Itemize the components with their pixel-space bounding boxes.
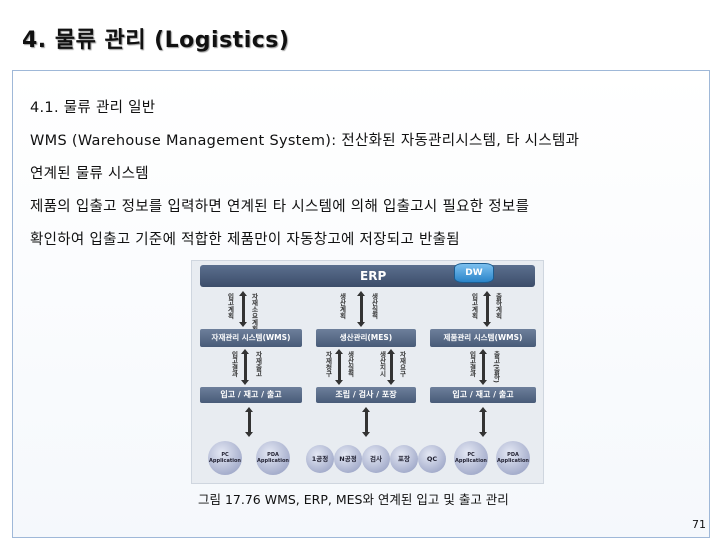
- double-arrow-icon: [479, 407, 487, 437]
- section-heading: 4.1. 물류 관리 일반: [30, 100, 156, 116]
- vlabel: 자재출고: [254, 351, 262, 377]
- figure-caption: 그림 17.76 WMS, ERP, MES와 연계된 입고 및 출고 관리: [198, 492, 509, 507]
- body-line-2: 연계된 물류 시스템: [30, 166, 149, 182]
- vlabel: 출고(출하): [492, 351, 500, 383]
- io-bar-left: 입고 / 재고 / 출고: [200, 387, 302, 403]
- node-label: 검사: [370, 455, 382, 463]
- double-arrow-icon: [335, 349, 343, 385]
- vlabel: 입고결과: [468, 351, 476, 377]
- node-label: 1공정: [311, 455, 329, 463]
- vlabel: 생산지시: [378, 351, 386, 377]
- process-node: QC: [418, 445, 446, 473]
- double-arrow-icon: [362, 407, 370, 437]
- vlabel: 출하계획: [494, 293, 502, 319]
- process-node: 1공정: [306, 445, 334, 473]
- double-arrow-icon: [241, 349, 249, 385]
- double-arrow-icon: [239, 291, 247, 327]
- double-arrow-icon: [245, 407, 253, 437]
- node-label: PDA: [507, 452, 519, 458]
- vlabel: 생산계획: [338, 293, 346, 319]
- io-bar-right: 입고 / 재고 / 출고: [430, 387, 536, 403]
- node-label: Application: [257, 458, 289, 464]
- double-arrow-icon: [479, 349, 487, 385]
- slide-title: 4. 물류 관리 (Logistics): [22, 28, 290, 53]
- double-arrow-icon: [483, 291, 491, 327]
- pda-app-node: PDA Application: [496, 441, 530, 475]
- node-label: QC: [426, 455, 438, 463]
- vlabel: 자재요구: [398, 351, 406, 377]
- vlabel: 자재소요계획: [250, 293, 258, 332]
- process-node: 검사: [362, 445, 390, 473]
- body-line-4: 확인하여 입출고 기준에 적합한 제품만이 자동창고에 저장되고 반출됨: [30, 232, 460, 248]
- io-bar-mid: 조립 / 검사 / 포장: [316, 387, 416, 403]
- vlabel: 생산실적: [370, 293, 378, 319]
- vlabel: 생산실적: [346, 351, 354, 377]
- vlabel: 자재청구: [324, 351, 332, 377]
- wms-product-bar: 제품관리 시스템(WMS): [430, 329, 536, 347]
- logistics-diagram: ERP DW 입고계획 자재소요계획 생산계획 생산실적 입고계획 출하계획 자…: [191, 260, 544, 484]
- erp-bar: ERP: [200, 265, 535, 287]
- page-number: 71: [692, 518, 706, 531]
- node-label: Application: [209, 458, 241, 464]
- mes-bar: 생산관리(MES): [316, 329, 416, 347]
- wms-material-bar: 자재관리 시스템(WMS): [200, 329, 302, 347]
- body-line-3: 제품의 입출고 정보를 입력하면 연계된 타 시스템에 의해 입출고시 필요한 …: [30, 199, 530, 215]
- vlabel: 입고결과: [230, 351, 238, 377]
- node-label: PC: [221, 452, 229, 458]
- double-arrow-icon: [387, 349, 395, 385]
- node-label: Application: [455, 458, 487, 464]
- pc-app-node: PC Application: [454, 441, 488, 475]
- node-label: N공정: [339, 455, 357, 463]
- process-node: 포장: [390, 445, 418, 473]
- double-arrow-icon: [357, 291, 365, 327]
- dw-cylinder: DW: [454, 263, 494, 283]
- pc-app-node: PC Application: [208, 441, 242, 475]
- node-label: 포장: [398, 455, 410, 463]
- node-label: PDA: [267, 452, 279, 458]
- vlabel: 입고계획: [226, 293, 234, 319]
- process-node: N공정: [334, 445, 362, 473]
- pda-app-node: PDA Application: [256, 441, 290, 475]
- body-line-1: WMS (Warehouse Management System): 전산화된 …: [30, 133, 580, 149]
- node-label: Application: [497, 458, 529, 464]
- node-label: PC: [467, 452, 475, 458]
- vlabel: 입고계획: [470, 293, 478, 319]
